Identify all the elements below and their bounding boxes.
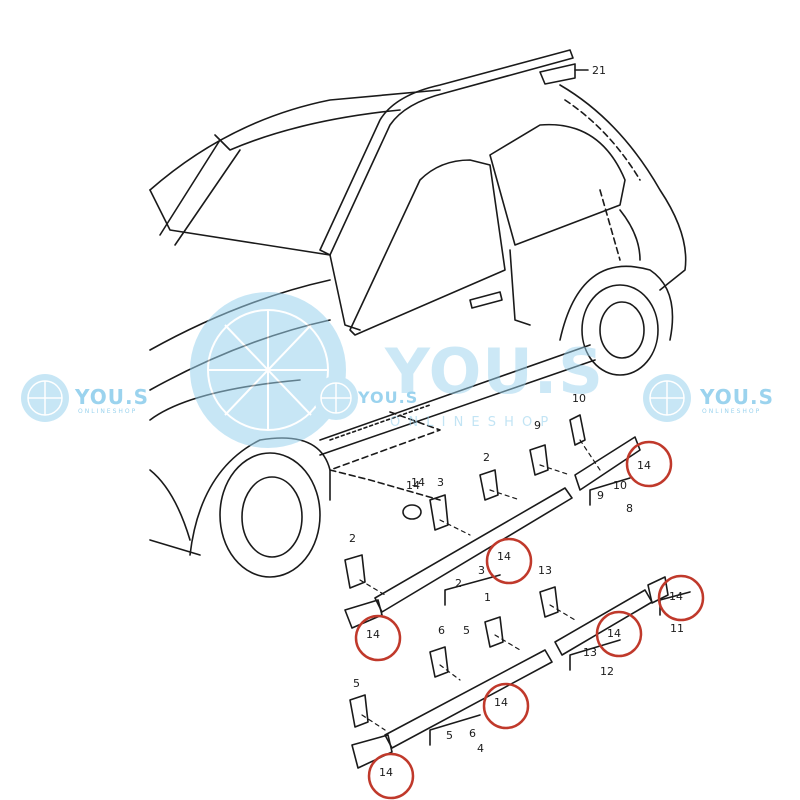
watermark-logos xyxy=(21,292,691,448)
watermark-brand-center: YOU.S xyxy=(358,388,419,407)
part-label: 4 xyxy=(477,742,484,755)
rear-door-window xyxy=(489,123,626,246)
clip-group xyxy=(344,414,586,728)
moulding-rear-upper xyxy=(574,436,641,491)
callout-label: 14 xyxy=(497,550,511,563)
rear-wheel xyxy=(581,284,659,376)
part-label: 6 xyxy=(438,624,445,637)
front-door-window xyxy=(349,159,506,336)
part-label: 13 xyxy=(583,646,597,659)
part-label: 12 xyxy=(600,665,614,678)
part-label: 3 xyxy=(437,476,444,489)
part-label: 10 xyxy=(613,479,627,492)
moulding-upper xyxy=(374,487,573,613)
clip-21 xyxy=(539,63,576,85)
part-label: 5 xyxy=(463,624,470,637)
part-label: 2 xyxy=(349,532,356,545)
callout-label: 14 xyxy=(607,627,621,640)
callout-circle-1 xyxy=(625,440,673,488)
part-label: 3 xyxy=(478,564,485,577)
part-label: 5 xyxy=(446,729,453,742)
front-wheel xyxy=(219,452,321,578)
part-label: 2 xyxy=(483,451,490,464)
callout-label: 14 xyxy=(669,590,683,603)
part-label: 10 xyxy=(572,392,586,405)
watermark-tagline-large: O N L I N E S H O P xyxy=(390,415,551,430)
callout-label: 14 xyxy=(366,628,380,641)
watermark-tagline-right: ONLINESHOP xyxy=(702,408,762,415)
part-label: 14 xyxy=(411,476,425,489)
part-label: 6 xyxy=(469,727,476,740)
callout-circle-4 xyxy=(657,574,705,622)
callout-circle-2 xyxy=(485,537,533,585)
callout-label: 14 xyxy=(637,459,651,472)
callout-circle-5 xyxy=(595,610,643,658)
part-label: 5 xyxy=(353,677,360,690)
watermark-brand-large: YOU.S xyxy=(385,335,604,408)
part-label: 11 xyxy=(670,622,684,635)
part-label: 13 xyxy=(538,564,552,577)
callout-circles xyxy=(354,440,705,800)
part-label: 21 xyxy=(592,64,606,77)
callout-circle-6 xyxy=(482,682,530,730)
callout-circle-3 xyxy=(354,614,402,662)
callout-label: 14 xyxy=(379,766,393,779)
part-label: 9 xyxy=(534,419,541,432)
watermark-brand-left: YOU.S xyxy=(75,385,150,409)
part-label: 9 xyxy=(597,489,604,502)
door-handle xyxy=(469,291,503,309)
part-label: 2 xyxy=(455,577,462,590)
roof-drip-moulding xyxy=(319,49,574,256)
watermark-tagline-left: ONLINESHOP xyxy=(78,408,138,415)
watermark-brand-right: YOU.S xyxy=(700,385,775,409)
callout-label: 14 xyxy=(406,479,420,492)
part-label: 8 xyxy=(626,502,633,515)
part-label: 1 xyxy=(484,591,491,604)
callout-label: 14 xyxy=(494,696,508,709)
callout-circle-7 xyxy=(367,752,415,800)
